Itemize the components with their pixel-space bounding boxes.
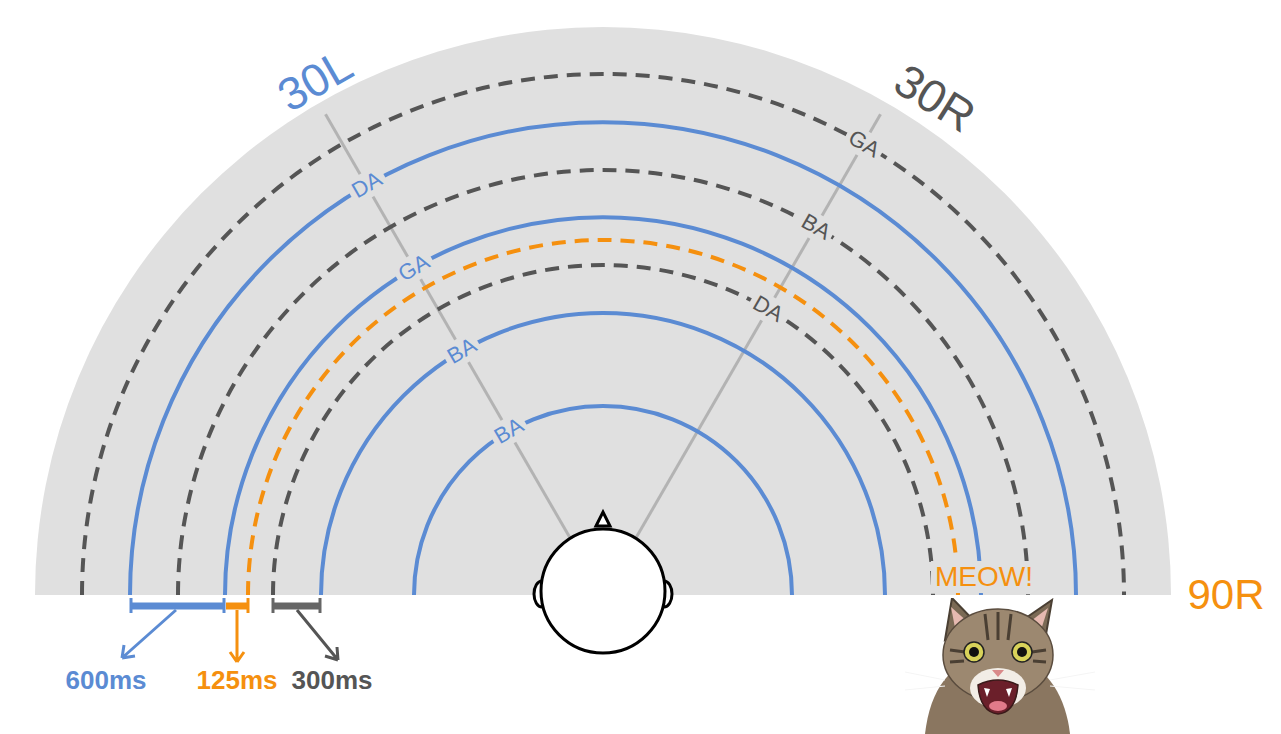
cat-nose — [992, 670, 1004, 677]
nose-mark — [596, 512, 610, 526]
cat-pupil — [1017, 647, 1027, 657]
syllable-label: GA — [840, 123, 887, 165]
direction-label: 30R — [887, 56, 983, 140]
bar-tick — [130, 598, 133, 613]
direction-label: 30L — [270, 41, 359, 119]
syllable-label: DA — [745, 288, 791, 330]
sound-event-label: MEOW! — [931, 561, 1037, 593]
syllable-label: BA — [793, 206, 838, 247]
half-disc-field — [35, 27, 1171, 595]
interval-bar — [130, 603, 225, 610]
bar-tick — [319, 598, 322, 613]
interval-label: 300ms — [292, 667, 373, 693]
head-circle — [541, 529, 665, 653]
leader-arrow — [297, 610, 338, 660]
cat-eye — [1012, 642, 1032, 662]
cat-teeth — [984, 688, 1012, 697]
interval-label: 600ms — [66, 667, 147, 693]
syllable-label: DA — [343, 164, 389, 206]
cat-picture — [905, 598, 1095, 734]
cat-whiskers — [905, 672, 1095, 690]
cat-mouth — [978, 680, 1018, 714]
direction-line — [326, 114, 573, 541]
cat-stripes — [950, 612, 1046, 662]
direction-label: 90R — [1187, 574, 1264, 616]
timing-bars — [122, 598, 338, 662]
interval-label: 125ms — [197, 667, 278, 693]
syllable-label: BA — [486, 411, 531, 452]
interval-bar — [273, 603, 320, 610]
interval-bar — [226, 603, 248, 610]
syllable-label: GA — [390, 246, 437, 288]
sound-wavefront-dashed — [82, 74, 1124, 595]
bar-tick — [223, 598, 226, 613]
direction-line — [634, 114, 881, 541]
cat-pupil — [969, 647, 979, 657]
leader-arrow — [230, 610, 244, 662]
listener-head — [534, 512, 672, 653]
cat-tongue — [989, 701, 1007, 711]
bar-tick — [272, 598, 275, 613]
leader-arrow — [122, 610, 176, 658]
half-disc-ground — [35, 27, 1171, 595]
bar-tick — [247, 598, 250, 613]
syllable-label: BA — [439, 330, 484, 371]
cat-eye — [964, 642, 984, 662]
